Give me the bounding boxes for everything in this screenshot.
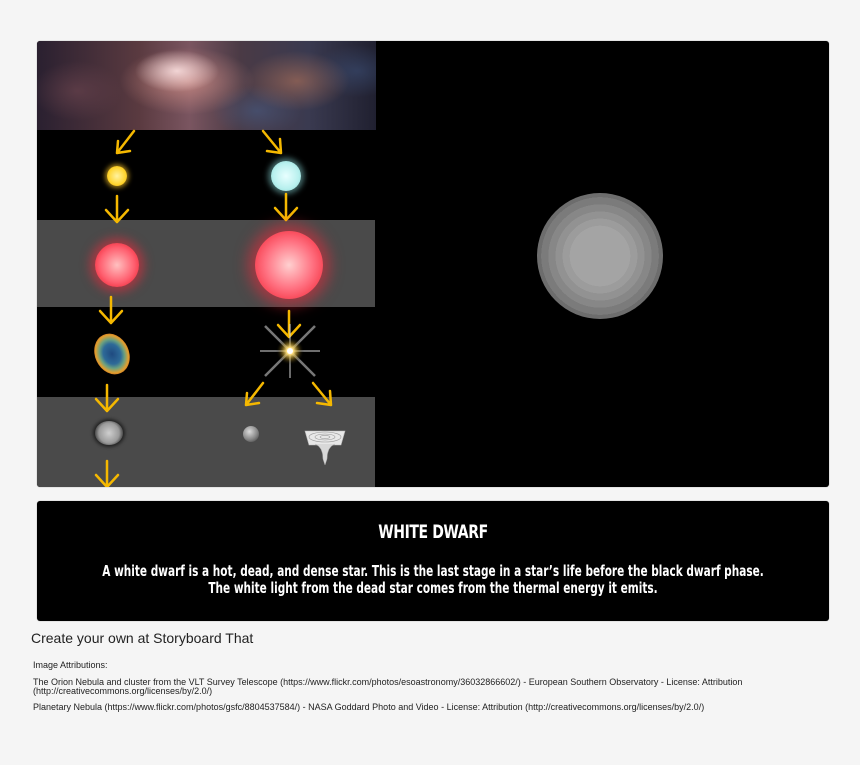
yellow-star-icon: [107, 166, 127, 186]
white-dwarf-large-image: [537, 193, 663, 319]
orion-nebula-image: [37, 41, 376, 130]
storyboard-that-credit-link[interactable]: Create your own at Storyboard That: [31, 630, 254, 646]
supernova-icon: [255, 316, 325, 386]
black-hole-icon: [301, 423, 349, 466]
attribution-planetary-nebula: Planetary Nebula (https://www.flickr.com…: [33, 703, 833, 712]
white-dwarf-small-icon: [95, 421, 123, 445]
neutron-star-icon: [243, 426, 259, 442]
caption-line-1: A white dwarf is a hot, dead, and dense …: [102, 562, 764, 580]
caption-line-2: The white light from the dead star comes…: [208, 579, 658, 597]
attribution-line: The Orion Nebula and cluster from the VL…: [33, 677, 743, 687]
arrow-down-icon: [97, 295, 125, 325]
arrow-down-icon: [275, 309, 303, 339]
planetary-nebula-icon: [87, 327, 137, 381]
storyboard-cell: [37, 41, 829, 487]
attribution-line: Planetary Nebula (https://www.flickr.com…: [33, 702, 705, 712]
arrow-down-left-icon: [112, 129, 140, 159]
arrow-down-icon: [93, 459, 121, 487]
red-giant-icon: [95, 243, 139, 287]
caption-title: WHITE DWARF: [378, 521, 488, 543]
arrow-down-right-icon: [259, 129, 287, 159]
arrow-down-right-icon: [309, 381, 337, 411]
blue-star-icon: [271, 161, 301, 191]
attributions-heading: Image Attributions:: [33, 660, 108, 670]
arrow-down-icon: [93, 383, 121, 413]
attribution-orion-nebula: The Orion Nebula and cluster from the VL…: [33, 678, 833, 696]
arrow-down-icon: [272, 192, 300, 222]
arrow-down-left-icon: [241, 381, 269, 411]
caption-box: WHITE DWARF A white dwarf is a hot, dead…: [37, 501, 829, 621]
attribution-line: (http://creativecommons.org/licenses/by/…: [33, 686, 213, 696]
arrow-down-icon: [103, 194, 131, 224]
caption-body: A white dwarf is a hot, dead, and dense …: [77, 563, 788, 597]
red-supergiant-icon: [255, 231, 323, 299]
gray-band-giants: [37, 220, 375, 307]
